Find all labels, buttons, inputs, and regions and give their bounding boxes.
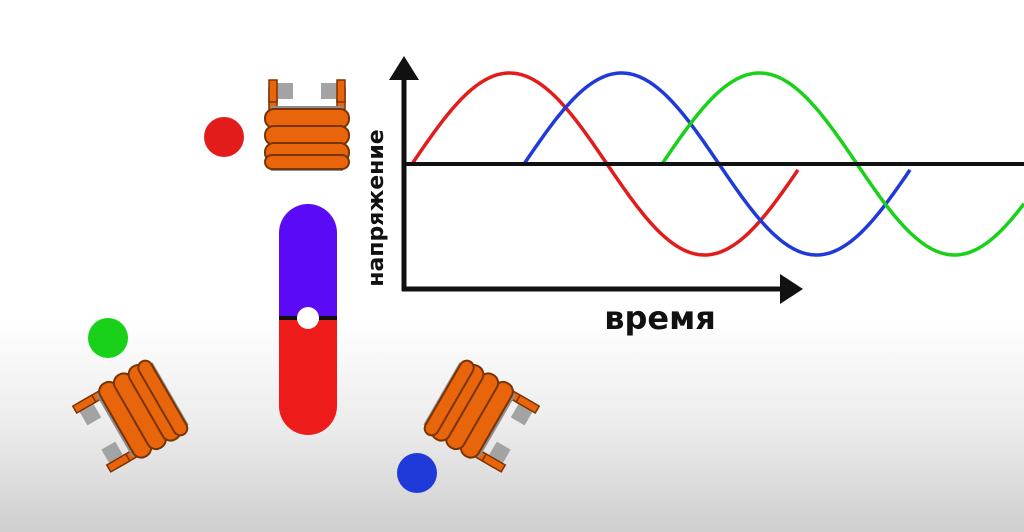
- phase-dot-blue: [397, 453, 437, 493]
- graph-axes: [389, 56, 803, 304]
- coil-bottom-left: [69, 356, 193, 477]
- wave-phase-blue: [522, 71, 912, 257]
- y-axis-label: напряжение: [364, 129, 389, 286]
- coil-bottom-right: [419, 356, 543, 477]
- x-axis-label: время: [604, 299, 716, 337]
- x-axis-arrow-icon: [780, 274, 803, 304]
- coil-top: [264, 79, 350, 172]
- y-axis-arrow-icon: [389, 56, 419, 80]
- rotor-axle: [297, 307, 319, 329]
- wave-phase-red: [410, 71, 800, 257]
- rotor-south-pole: [279, 318, 337, 435]
- phase-dot-green: [88, 318, 128, 358]
- phase-dot-red: [204, 117, 244, 157]
- rotor-magnet: [279, 204, 337, 435]
- wave-phase-green: [660, 71, 1024, 257]
- rotor-north-pole: [279, 204, 337, 318]
